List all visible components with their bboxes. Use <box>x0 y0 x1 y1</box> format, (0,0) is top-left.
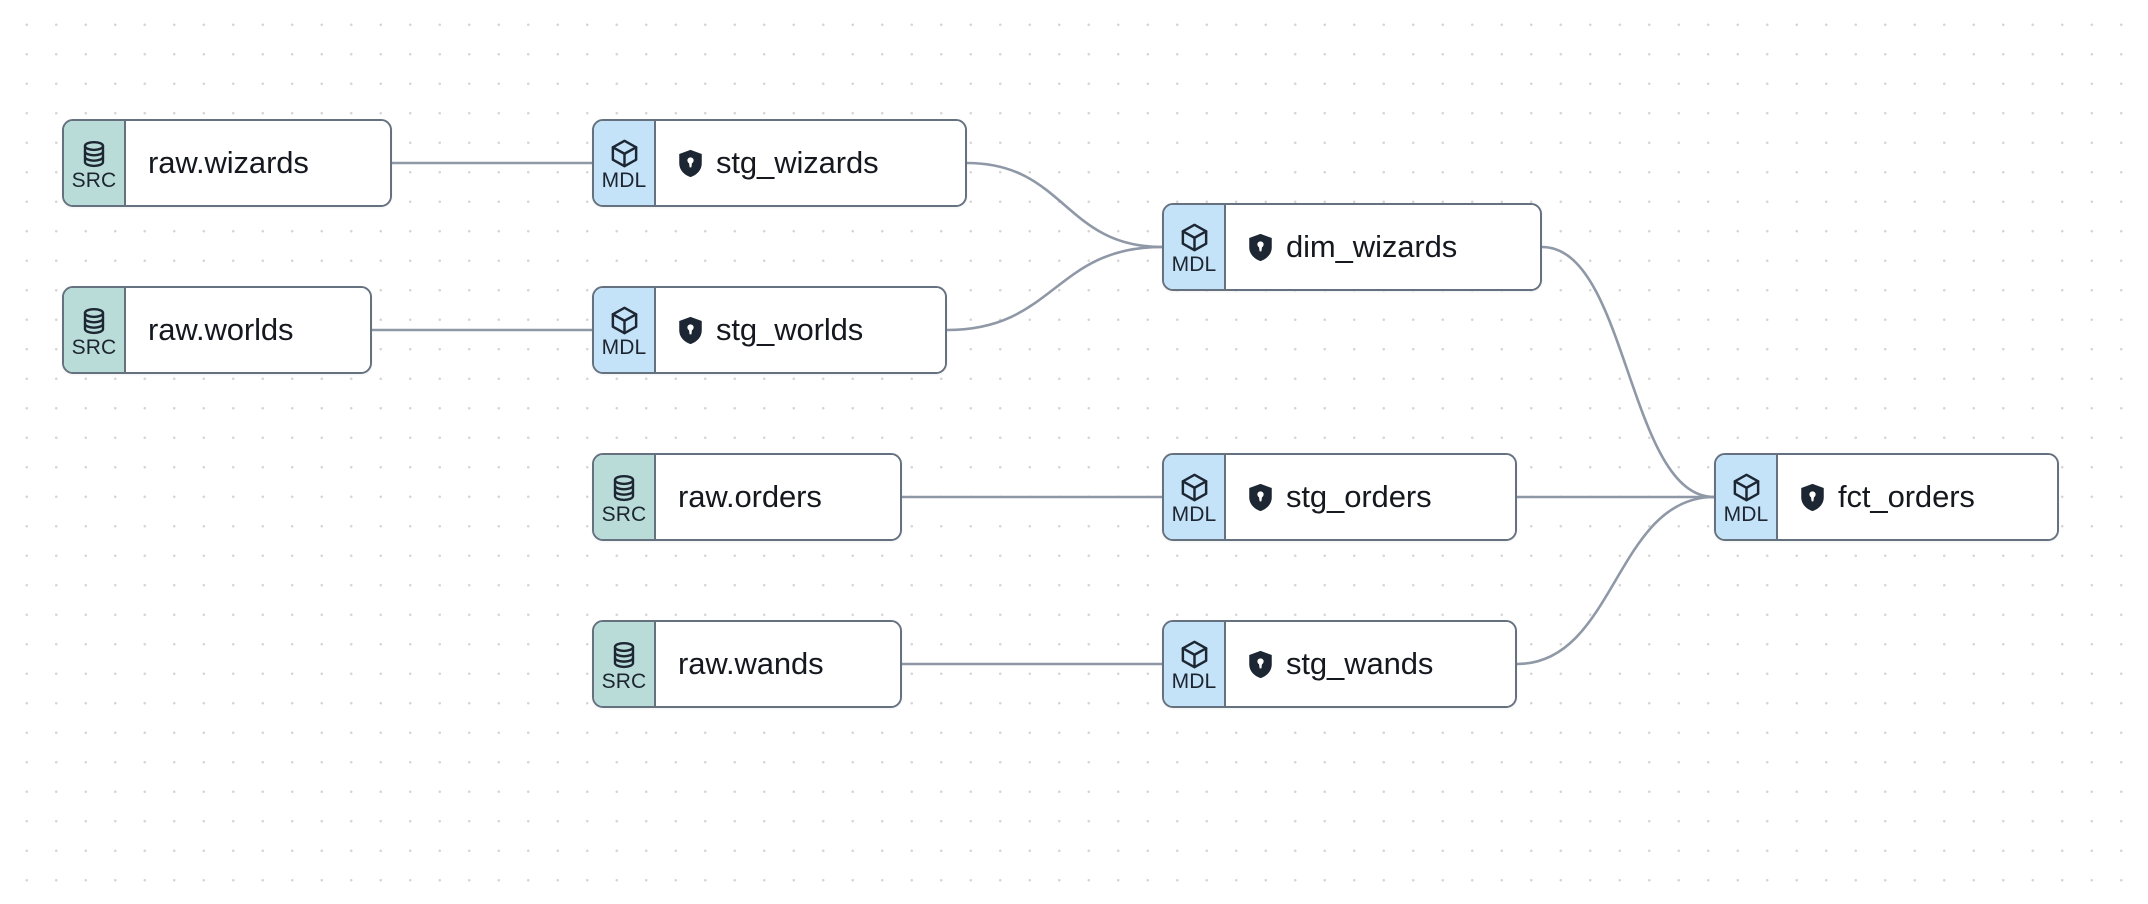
node-body: stg_orders <box>1226 455 1515 539</box>
node-label: raw.wands <box>678 646 824 681</box>
shield-lock-icon <box>1800 483 1825 512</box>
node-body: raw.orders <box>656 455 900 539</box>
node-label: raw.orders <box>678 479 822 514</box>
badge-label: SRC <box>601 669 647 693</box>
node-stg_worlds[interactable]: MDL stg_worlds <box>592 286 947 374</box>
node-badge-src: SRC <box>64 288 126 372</box>
node-stg_wands[interactable]: MDL stg_wands <box>1162 620 1517 708</box>
badge-label: SRC <box>71 168 117 192</box>
node-label: dim_wizards <box>1286 229 1458 264</box>
node-raw_worlds[interactable]: SRC raw.worlds <box>62 286 372 374</box>
edge-stg_wizards-to-dim_wizards[interactable] <box>965 161 1164 249</box>
node-body: raw.wizards <box>126 121 390 205</box>
node-label: fct_orders <box>1838 479 1975 514</box>
node-badge-mdl: MDL <box>594 288 656 372</box>
node-body: stg_worlds <box>656 288 945 372</box>
cube-icon <box>609 305 640 336</box>
edge-stg_worlds-to-dim_wizards[interactable] <box>945 245 1164 332</box>
cube-icon <box>1179 472 1210 503</box>
node-badge-src: SRC <box>64 121 126 205</box>
node-badge-mdl: MDL <box>1164 455 1226 539</box>
node-label: stg_wands <box>1286 646 1434 681</box>
node-body: stg_wizards <box>656 121 965 205</box>
badge-label: MDL <box>601 169 647 193</box>
cube-icon <box>1179 639 1210 670</box>
cube-icon <box>1179 222 1210 253</box>
badge-label: MDL <box>1171 253 1217 277</box>
database-icon <box>609 640 639 670</box>
badge-label: SRC <box>601 502 647 526</box>
node-raw_wands[interactable]: SRC raw.wands <box>592 620 902 708</box>
shield-lock-icon <box>1248 650 1273 679</box>
shield-lock-icon <box>1248 233 1273 262</box>
node-badge-mdl: MDL <box>594 121 656 205</box>
cube-icon <box>609 138 640 169</box>
database-icon <box>79 139 109 169</box>
badge-label: MDL <box>1171 503 1217 527</box>
edge-dim_wizards-to-fct_orders[interactable] <box>1540 245 1716 499</box>
badge-label: MDL <box>1723 503 1769 527</box>
node-body: raw.wands <box>656 622 900 706</box>
node-raw_wizards[interactable]: SRC raw.wizards <box>62 119 392 207</box>
cube-icon <box>1731 472 1762 503</box>
node-raw_orders[interactable]: SRC raw.orders <box>592 453 902 541</box>
edge-stg_wands-to-fct_orders[interactable] <box>1515 495 1716 666</box>
node-label: stg_wizards <box>716 145 879 180</box>
database-icon <box>609 473 639 503</box>
database-icon <box>79 306 109 336</box>
node-label: raw.worlds <box>148 312 294 347</box>
shield-lock-icon <box>678 316 703 345</box>
node-body: dim_wizards <box>1226 205 1540 289</box>
node-badge-src: SRC <box>594 622 656 706</box>
node-badge-mdl: MDL <box>1716 455 1778 539</box>
node-body: raw.worlds <box>126 288 370 372</box>
node-dim_wizards[interactable]: MDL dim_wizards <box>1162 203 1542 291</box>
shield-lock-icon <box>678 149 703 178</box>
node-label: stg_orders <box>1286 479 1432 514</box>
badge-label: MDL <box>601 336 647 360</box>
node-body: stg_wands <box>1226 622 1515 706</box>
badge-label: SRC <box>71 335 117 359</box>
shield-lock-icon <box>1248 483 1273 512</box>
node-body: fct_orders <box>1778 455 2057 539</box>
node-badge-mdl: MDL <box>1164 205 1226 289</box>
node-badge-src: SRC <box>594 455 656 539</box>
node-label: raw.wizards <box>148 145 309 180</box>
badge-label: MDL <box>1171 670 1217 694</box>
node-stg_wizards[interactable]: MDL stg_wizards <box>592 119 967 207</box>
node-stg_orders[interactable]: MDL stg_orders <box>1162 453 1517 541</box>
node-label: stg_worlds <box>716 312 864 347</box>
node-badge-mdl: MDL <box>1164 622 1226 706</box>
node-fct_orders[interactable]: MDL fct_orders <box>1714 453 2059 541</box>
